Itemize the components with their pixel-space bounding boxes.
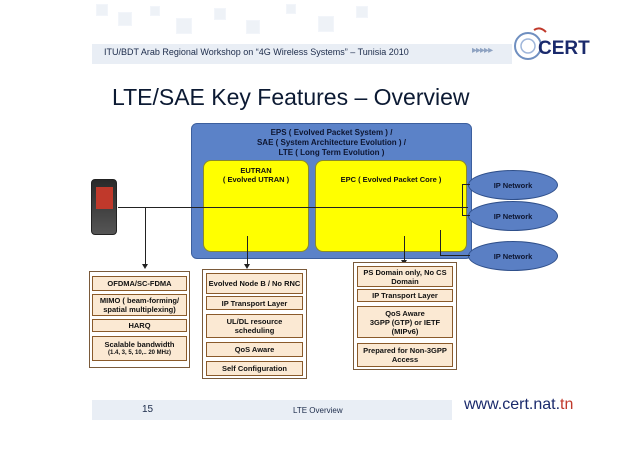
feature-gtp-mipv6: 3GPP (GTP) or IETF (MIPv6) — [369, 317, 441, 336]
phone-screen — [96, 187, 113, 209]
ip-network-2: IP Network — [468, 201, 558, 231]
feature-ps-domain: PS Domain only, No CS Domain — [357, 266, 453, 287]
ip-network-3: IP Network — [468, 241, 558, 271]
url-tld: tn — [560, 396, 574, 413]
url-main: www.cert.nat. — [464, 396, 561, 413]
arrow-head-eutran-features — [142, 264, 148, 269]
epc-label: EPC ( Evolved Packet Core ) — [340, 175, 442, 184]
footer-title: LTE Overview — [293, 406, 343, 415]
feature-qos-epc: QoS Aware — [385, 308, 425, 318]
header-strip — [92, 44, 512, 64]
eutran-label-line2: ( Evolved UTRAN ) — [222, 175, 290, 184]
website-url[interactable]: www.cert.nat.tn — [464, 396, 573, 414]
connector-epc-ip2 — [462, 215, 470, 216]
connector-epc-ip3 — [440, 230, 441, 256]
eps-label-line2: SAE ( System Architecture Evolution ) / — [256, 138, 407, 147]
footer-strip — [92, 400, 452, 420]
arrow-stem-node-features — [247, 236, 248, 266]
connector-ip-vertical — [462, 184, 463, 215]
eps-label-line3: LTE ( Long Term Evolution ) — [278, 148, 385, 157]
epc-box — [315, 160, 467, 252]
eutran-label: EUTRAN ( Evolved UTRAN ) — [203, 166, 309, 184]
connector-epc-ip1 — [462, 184, 470, 185]
cert-logo: CERT — [514, 27, 590, 60]
header-decoration — [0, 0, 420, 44]
feature-ul-dl-scheduling: UL/DL resource scheduling — [206, 314, 303, 338]
feature-scalable-bandwidth: Scalable bandwidth (1.4, 3, 5, 10,.. 20 … — [92, 336, 187, 361]
arrow-head-node-features — [244, 264, 250, 269]
feature-self-configuration: Self Configuration — [206, 361, 303, 376]
connector-epc-ip3-h — [440, 255, 470, 256]
eutran-label-line1: EUTRAN — [240, 166, 272, 175]
page-number: 15 — [142, 404, 154, 415]
feature-mimo: MIMO ( beam-forming/ spatial multiplexin… — [92, 294, 187, 316]
header-text: ITU/BDT Arab Regional Workshop on “4G Wi… — [104, 47, 409, 57]
svg-text:CERT: CERT — [538, 38, 590, 59]
feature-qos-epc-and-gtp: QoS Aware 3GPP (GTP) or IETF (MIPv6) — [357, 306, 453, 338]
eps-label: EPS ( Evolved Packet System ) / SAE ( Sy… — [191, 128, 472, 158]
feature-ip-transport-epc: IP Transport Layer — [357, 289, 453, 302]
feature-ofdma: OFDMA/SC-FDMA — [92, 276, 187, 291]
page-title: LTE/SAE Key Features – Overview — [112, 84, 470, 110]
header-arrows: ▸▸▸▸▸ — [472, 45, 493, 56]
connector-phone-epc — [118, 207, 468, 208]
ip-network-1: IP Network — [468, 170, 558, 200]
eutran-box — [203, 160, 309, 252]
feature-evolved-node-b: Evolved Node B / No RNC — [206, 273, 303, 294]
feature-non-3gpp: Prepared for Non-3GPP Access — [357, 343, 453, 367]
arrow-stem-eutran-features — [145, 208, 146, 266]
arrow-stem-epc-features — [404, 236, 405, 262]
mobile-phone-image — [91, 179, 117, 235]
feature-scalable-bandwidth-sub: (1.4, 3, 5, 10,.. 20 MHz) — [107, 349, 172, 356]
eps-label-line1: EPS ( Evolved Packet System ) / — [270, 128, 393, 137]
feature-ip-transport-node: IP Transport Layer — [206, 296, 303, 310]
feature-qos-node: QoS Aware — [206, 342, 303, 357]
feature-scalable-bandwidth-label: Scalable bandwidth — [104, 339, 175, 349]
feature-harq: HARQ — [92, 319, 187, 332]
